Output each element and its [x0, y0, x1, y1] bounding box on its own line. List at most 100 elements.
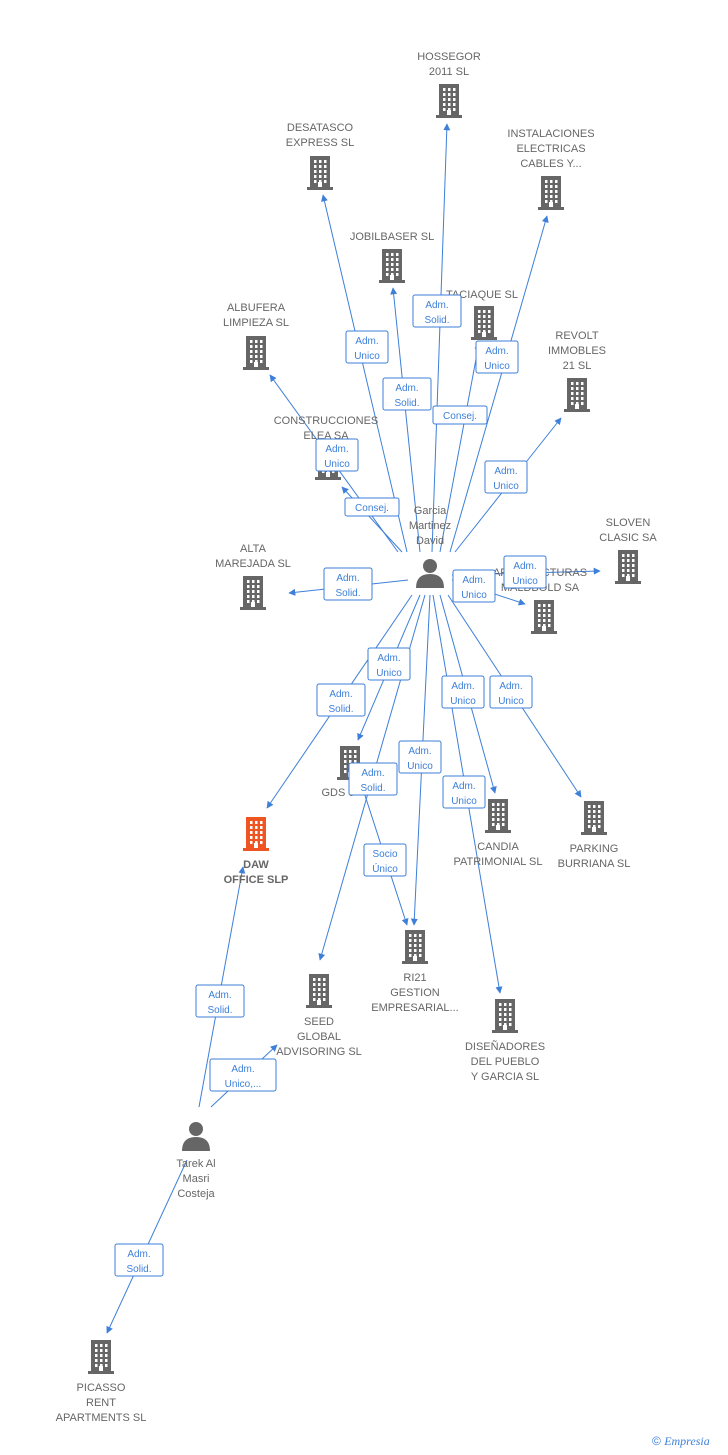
relation-label[interactable]: Consej. — [432, 405, 488, 425]
relation-box — [484, 460, 528, 494]
node-label: INSTALACIONES — [507, 128, 594, 140]
copyright-icon: © — [652, 1434, 661, 1448]
relation-text: Unico — [376, 668, 402, 679]
relation-label[interactable]: Adm.Unico — [452, 569, 496, 603]
node-label: David — [416, 535, 444, 547]
relation-text: Solid. — [424, 315, 449, 326]
brand-footer[interactable]: © Empresia — [652, 1434, 710, 1449]
relation-box — [382, 377, 432, 411]
company-node-ri21[interactable]: RI21GESTIONEMPRESARIAL... — [371, 930, 459, 1014]
relation-text: Unico — [450, 696, 476, 707]
node-label: DISEÑADORES — [465, 1040, 545, 1053]
node-label: ALTA — [240, 543, 267, 555]
building-icon — [471, 306, 497, 340]
node-label: CONSTRUCCIONES — [274, 415, 379, 427]
relation-text: Adm. — [395, 383, 418, 394]
node-label: SLOVEN — [606, 517, 651, 529]
relation-text: Adm. — [425, 300, 448, 311]
relation-label[interactable]: Adm.Unico — [315, 438, 359, 472]
relation-label[interactable]: Adm.Solid. — [323, 567, 373, 601]
building-icon — [307, 156, 333, 190]
node-label: EMPRESARIAL... — [371, 1002, 458, 1014]
node-label: Masri — [183, 1173, 210, 1185]
company-node-taciaque[interactable]: TACIAQUE SL — [446, 289, 518, 340]
relation-text: Adm. — [377, 653, 400, 664]
building-icon — [88, 1340, 114, 1374]
relation-text: Adm. — [329, 689, 352, 700]
relation-label[interactable]: Adm.Unico — [475, 340, 519, 374]
company-node-jobilbaser[interactable]: JOBILBASER SL — [350, 231, 434, 283]
relation-box — [195, 984, 245, 1018]
relation-text: Adm. — [452, 781, 475, 792]
relation-text: Solid. — [360, 783, 385, 794]
relation-box — [344, 497, 400, 517]
company-node-albufera[interactable]: ALBUFERA LIMPIEZA SL — [223, 302, 289, 370]
relation-text: Unico — [407, 761, 433, 772]
node-label: CLASIC SA — [599, 532, 657, 544]
relation-label[interactable]: Adm. Solid. — [412, 294, 462, 328]
building-icon — [492, 999, 518, 1033]
relation-label[interactable]: Adm.Unico — [484, 460, 528, 494]
relation-label[interactable]: Consej. — [344, 497, 400, 517]
relation-box — [345, 330, 389, 364]
relation-label[interactable]: Adm. Solid. — [348, 762, 398, 796]
relation-text: Adm. — [499, 681, 522, 692]
building-icon — [243, 336, 269, 370]
node-label: 21 SL — [563, 360, 592, 372]
relation-text: Consej. — [355, 503, 389, 514]
company-node-sloven[interactable]: SLOVEN CLASIC SA — [599, 517, 657, 584]
relation-text: Adm. — [127, 1249, 150, 1260]
relation-box — [442, 775, 486, 809]
relation-label[interactable]: Adm.Unico — [442, 775, 486, 809]
node-label: GDS 0 — [321, 787, 354, 799]
relation-box — [441, 675, 485, 709]
relation-label[interactable]: Adm. Unico — [367, 647, 411, 681]
relation-label[interactable]: Adm.Solid. — [382, 377, 432, 411]
relation-text: Adm. — [451, 681, 474, 692]
node-label: ADVISORING SL — [276, 1046, 362, 1058]
relation-label[interactable]: Adm.Unico — [489, 675, 533, 709]
building-icon — [240, 576, 266, 610]
building-icon — [531, 600, 557, 634]
relation-label[interactable]: Adm.Solid. — [316, 683, 366, 717]
edges-layer — [106, 123, 601, 1334]
node-label: 2011 SL — [429, 66, 469, 78]
node-label: ALBUFERA — [227, 302, 286, 314]
building-icon — [564, 378, 590, 412]
relation-label[interactable]: Adm.Unico — [503, 555, 547, 589]
building-icon — [485, 799, 511, 833]
relation-label[interactable]: Adm.Solid. — [114, 1243, 164, 1277]
building-icon — [243, 817, 269, 851]
relation-text: Adm. — [361, 768, 384, 779]
node-label: Garcia — [414, 505, 447, 517]
relation-box — [114, 1243, 164, 1277]
relation-text: Adm. — [462, 575, 485, 586]
relation-label[interactable]: Adm.Unico,... — [209, 1058, 277, 1092]
relation-label[interactable]: Adm.Unico — [398, 740, 442, 774]
building-icon — [581, 801, 607, 835]
node-label: PARKING — [570, 843, 619, 855]
relation-text: Unico — [512, 576, 538, 587]
relation-label[interactable]: Adm.Solid. — [195, 984, 245, 1018]
node-label: LIMPIEZA SL — [223, 317, 289, 329]
relation-text: Adm. — [494, 466, 517, 477]
relation-box — [363, 843, 407, 877]
relation-label[interactable]: Adm. Unico — [441, 675, 485, 709]
relation-label[interactable]: Adm.Unico — [345, 330, 389, 364]
